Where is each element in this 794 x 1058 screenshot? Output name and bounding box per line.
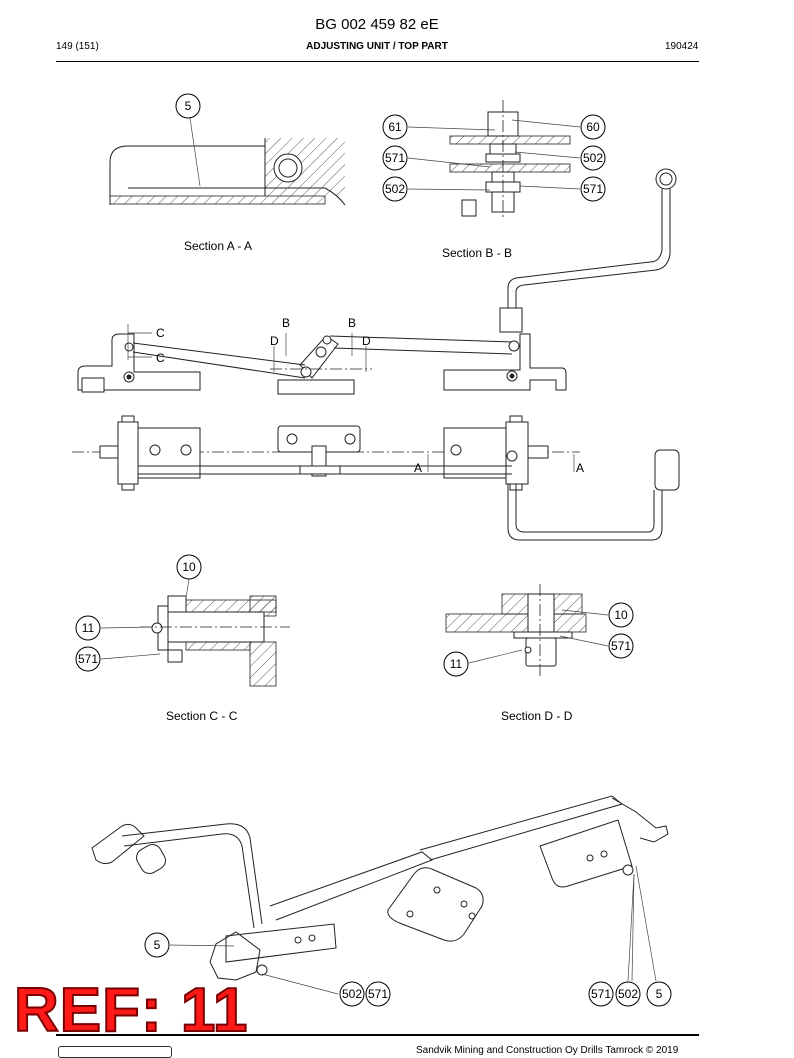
svg-text:571: 571 xyxy=(368,987,388,1001)
balloon-5: 5 xyxy=(144,932,170,958)
document-date: 190424 xyxy=(665,41,699,52)
svg-text:11: 11 xyxy=(450,657,463,671)
svg-text:5: 5 xyxy=(154,938,161,952)
balloon-5: 5 xyxy=(646,981,672,1007)
section-markers: C C B B D D A A xyxy=(156,316,584,475)
svg-text:5: 5 xyxy=(656,987,663,1001)
footer-rule xyxy=(56,1034,699,1036)
balloon-502: 502 xyxy=(580,145,606,171)
section-marker-c: C xyxy=(156,326,165,340)
balloon-61: 61 xyxy=(382,114,408,140)
section-marker-d: D xyxy=(270,334,279,348)
balloon-60: 60 xyxy=(580,114,606,140)
isometric-view xyxy=(91,795,669,995)
balloon-571: 571 xyxy=(588,981,614,1007)
svg-text:571: 571 xyxy=(385,151,405,165)
balloon-11: 11 xyxy=(75,615,101,641)
svg-text:571: 571 xyxy=(583,182,603,196)
section-marker-a: A xyxy=(414,461,422,475)
page-title: ADJUSTING UNIT / TOP PART xyxy=(306,41,448,52)
balloon-502: 502 xyxy=(615,981,641,1007)
section-b-b-label: Section B - B xyxy=(442,246,513,260)
section-marker-c: C xyxy=(156,351,165,365)
front-view-linkage xyxy=(77,168,677,395)
svg-text:10: 10 xyxy=(614,608,628,622)
document-number: BG 002 459 82 eE xyxy=(315,16,439,33)
section-d-d-label: Section D - D xyxy=(501,709,573,723)
svg-text:61: 61 xyxy=(388,120,402,134)
section-c-c-label: Section C - C xyxy=(166,709,238,723)
svg-text:502: 502 xyxy=(583,151,603,165)
svg-text:502: 502 xyxy=(618,987,638,1001)
balloon-502: 502 xyxy=(382,176,408,202)
section-a-a-view xyxy=(109,117,346,206)
top-view-linkage xyxy=(72,415,680,541)
balloon-571: 571 xyxy=(365,981,391,1007)
footer-copyright: Sandvik Mining and Construction Oy Drill… xyxy=(416,1045,679,1056)
svg-text:11: 11 xyxy=(82,621,95,635)
ref-stamp: REF: 11 xyxy=(13,976,249,1045)
section-marker-b: B xyxy=(282,316,290,330)
svg-text:502: 502 xyxy=(342,987,362,1001)
section-marker-b: B xyxy=(348,316,356,330)
section-a-a-label: Section A - A xyxy=(184,239,253,253)
svg-text:571: 571 xyxy=(591,987,611,1001)
balloon-571: 571 xyxy=(580,176,606,202)
svg-text:571: 571 xyxy=(78,652,98,666)
section-b-b-view xyxy=(407,100,581,218)
balloon-5: 5 xyxy=(175,93,201,119)
section-d-d-view xyxy=(445,584,609,678)
header-rule xyxy=(56,61,699,62)
company-logo xyxy=(58,1046,172,1058)
balloon-571: 571 xyxy=(382,145,408,171)
balloon-571: 571 xyxy=(608,633,634,659)
section-marker-a: A xyxy=(576,461,584,475)
section-c-c-view xyxy=(100,578,290,687)
balloon-571: 571 xyxy=(75,646,101,672)
balloon-10: 10 xyxy=(608,602,634,628)
page-number: 149 (151) xyxy=(56,41,99,52)
svg-text:10: 10 xyxy=(182,560,196,574)
balloon-10: 10 xyxy=(176,554,202,580)
svg-text:60: 60 xyxy=(586,120,600,134)
svg-text:5: 5 xyxy=(185,99,192,113)
svg-text:571: 571 xyxy=(611,639,631,653)
section-marker-d: D xyxy=(362,334,371,348)
balloon-11: 11 xyxy=(443,651,469,677)
balloon-502: 502 xyxy=(339,981,365,1007)
svg-text:502: 502 xyxy=(385,182,405,196)
